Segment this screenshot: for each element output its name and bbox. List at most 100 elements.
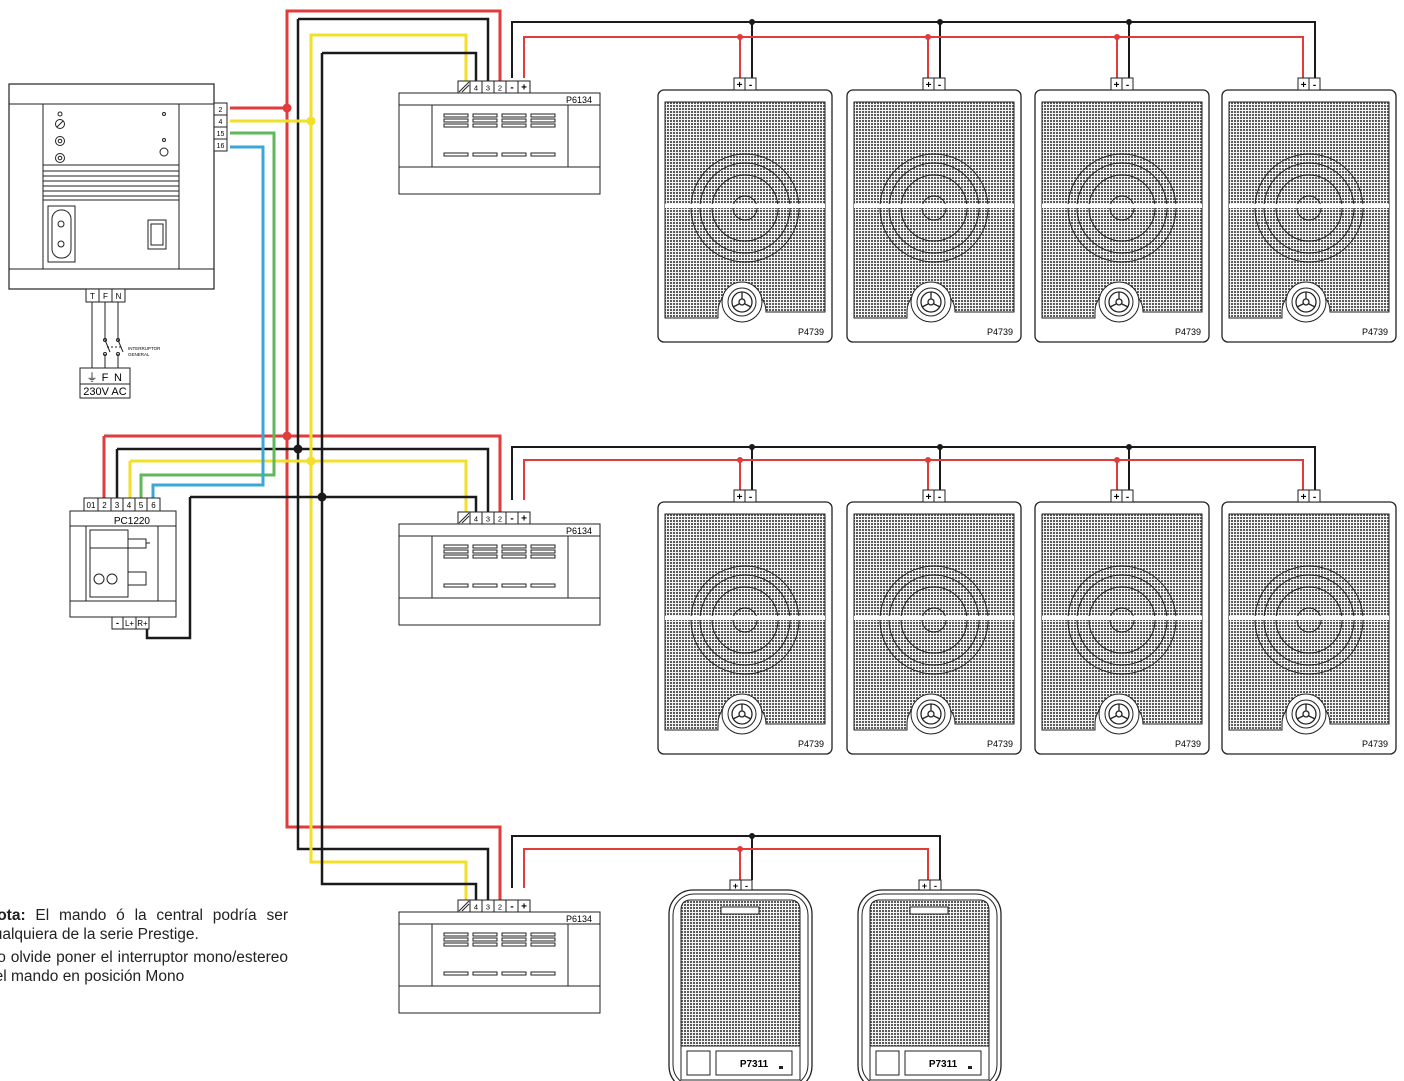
speaker-model-label: P4739 bbox=[987, 327, 1013, 337]
speaker-terminal-plus: + bbox=[1114, 492, 1120, 503]
svg-text:-: - bbox=[116, 618, 119, 628]
speaker-terminal-minus: - bbox=[938, 492, 941, 503]
amplifier-terminal-label: + bbox=[521, 514, 527, 525]
wall-speakers: +-P7311 +-P7311 bbox=[668, 879, 1002, 1081]
controller-terminals: 01 2 3 4 5 6 bbox=[83, 497, 161, 512]
svg-text:R+: R+ bbox=[137, 619, 148, 628]
svg-text:4: 4 bbox=[127, 501, 132, 510]
speaker-terminal-plus: + bbox=[737, 492, 743, 503]
note-paragraph-1: Nota: El mando ó la central podría ser c… bbox=[0, 906, 288, 944]
socket-icon bbox=[47, 205, 76, 263]
speaker-terminal-minus: - bbox=[745, 881, 748, 891]
speaker-terminal-minus: - bbox=[1313, 80, 1316, 91]
speaker-model-label: P7311 bbox=[740, 1059, 769, 1070]
amplifier-terminal-label: - bbox=[510, 83, 513, 94]
svg-text:F: F bbox=[102, 372, 109, 384]
switch-label-2: GENERAL bbox=[128, 352, 150, 357]
wire-junctions bbox=[282, 103, 327, 502]
speaker-terminal-plus: + bbox=[922, 881, 927, 891]
svg-text:⏚: ⏚ bbox=[87, 371, 98, 384]
speaker-model-label: P4739 bbox=[1362, 739, 1388, 749]
speaker-model-label: P4739 bbox=[798, 739, 824, 749]
amplifier-model-label: P6134 bbox=[566, 95, 592, 105]
amplifier-terminal-label: 4 bbox=[474, 84, 478, 93]
ceiling-speaker-p4739: +-P4739 bbox=[1034, 77, 1210, 343]
wall-speaker-p7311: +- P7311 bbox=[857, 879, 1002, 1081]
wire-line-signal bbox=[145, 51, 478, 902]
speaker-lines bbox=[511, 21, 1316, 888]
amplifier-model-label: P6134 bbox=[566, 914, 592, 924]
svg-text:6: 6 bbox=[151, 501, 156, 510]
speaker-model-label: P7311 bbox=[929, 1059, 958, 1070]
speaker-terminal-plus: + bbox=[1301, 80, 1307, 91]
svg-text:2: 2 bbox=[102, 501, 107, 510]
controller-model: PC1220 bbox=[114, 516, 151, 527]
svg-text:5: 5 bbox=[139, 501, 144, 510]
svg-text:01: 01 bbox=[87, 501, 96, 510]
controller-bottom-terminals: - L+ R+ bbox=[111, 616, 150, 630]
speaker-terminal-plus: + bbox=[737, 80, 743, 91]
amplifier-terminal-label: 4 bbox=[474, 903, 478, 912]
installation-note: Nota: El mando ó la central podría ser c… bbox=[0, 906, 288, 990]
speaker-terminal-plus: + bbox=[926, 492, 932, 503]
wire-red-bus bbox=[102, 9, 502, 902]
general-switch bbox=[91, 302, 124, 368]
switch-icon bbox=[147, 219, 167, 250]
ceiling-speaker-p4739: +-P4739 bbox=[1221, 489, 1397, 755]
ceiling-speaker-p4739: +-P4739 bbox=[657, 77, 833, 343]
wire-blue bbox=[151, 145, 265, 498]
svg-text:N: N bbox=[114, 372, 122, 384]
amplifier-terminal-label: 2 bbox=[498, 515, 502, 524]
speaker-terminal-plus: + bbox=[926, 80, 932, 91]
wall-speaker-p7311: +-P7311 bbox=[668, 879, 813, 1081]
speaker-model-label: P4739 bbox=[1175, 739, 1201, 749]
ceiling-speakers: +-P4739 +-P4739 bbox=[657, 77, 1397, 755]
power-unit: 2 4 15 16 T F N INTERRUPTOR GE bbox=[8, 83, 228, 399]
switch-label: INTERRUPTOR bbox=[128, 346, 161, 351]
wire-black-bus bbox=[115, 17, 490, 902]
ceiling-speaker-p4739: +-P4739 bbox=[846, 77, 1022, 343]
amplifier-terminal-label: 2 bbox=[498, 903, 502, 912]
svg-text:2: 2 bbox=[219, 107, 223, 114]
amplifier-model-label: P6134 bbox=[566, 526, 592, 536]
ceiling-speaker-p4739: +-P4739 bbox=[657, 489, 833, 755]
note-text-2: No olvide poner el interruptor mono/este… bbox=[0, 949, 288, 985]
amplifier-terminal-label: 3 bbox=[486, 903, 490, 912]
wires bbox=[102, 9, 502, 902]
svg-text:L+: L+ bbox=[125, 619, 134, 628]
note-text-1: El mando ó la central podría ser cualqui… bbox=[0, 907, 289, 943]
controller-pc1220: 01 2 3 4 5 6 PC1220 - L+ R+ bbox=[69, 497, 177, 630]
ceiling-speaker-p4739: +- P4739 bbox=[1221, 77, 1397, 343]
amplifier-terminal-label: 3 bbox=[486, 515, 490, 524]
svg-text:3: 3 bbox=[115, 501, 120, 510]
speaker-model-label: P4739 bbox=[1362, 327, 1388, 337]
speaker-terminal-minus: - bbox=[749, 80, 752, 91]
wire-yellow-bus bbox=[128, 33, 468, 902]
speaker-terminal-minus: - bbox=[934, 881, 937, 891]
speaker-model-label: P4739 bbox=[987, 739, 1013, 749]
speaker-terminal-minus: - bbox=[1313, 492, 1316, 503]
speaker-model-label: P4739 bbox=[1175, 327, 1201, 337]
amplifier-terminal-label: 4 bbox=[474, 515, 478, 524]
speaker-terminal-plus: + bbox=[1114, 80, 1120, 91]
amplifier-terminal-label: 3 bbox=[486, 84, 490, 93]
svg-text:N: N bbox=[116, 292, 122, 301]
speaker-line-junctions bbox=[737, 19, 1132, 852]
ceiling-speaker-p4739: +-P4739 bbox=[1034, 489, 1210, 755]
note-label: Nota: bbox=[0, 907, 26, 924]
svg-text:16: 16 bbox=[217, 143, 225, 150]
wire-green bbox=[139, 131, 276, 498]
amplifier-terminal-label: + bbox=[521, 83, 527, 94]
svg-text:4: 4 bbox=[219, 119, 223, 126]
amplifier-terminal-label: - bbox=[510, 514, 513, 525]
supply-block: ⏚ F N 230V AC bbox=[79, 367, 131, 399]
svg-text:T: T bbox=[90, 292, 95, 301]
ceiling-speaker-p4739: +- P4739 bbox=[846, 489, 1022, 755]
svg-text:F: F bbox=[103, 292, 108, 301]
amplifier-terminal-label: + bbox=[521, 902, 527, 913]
